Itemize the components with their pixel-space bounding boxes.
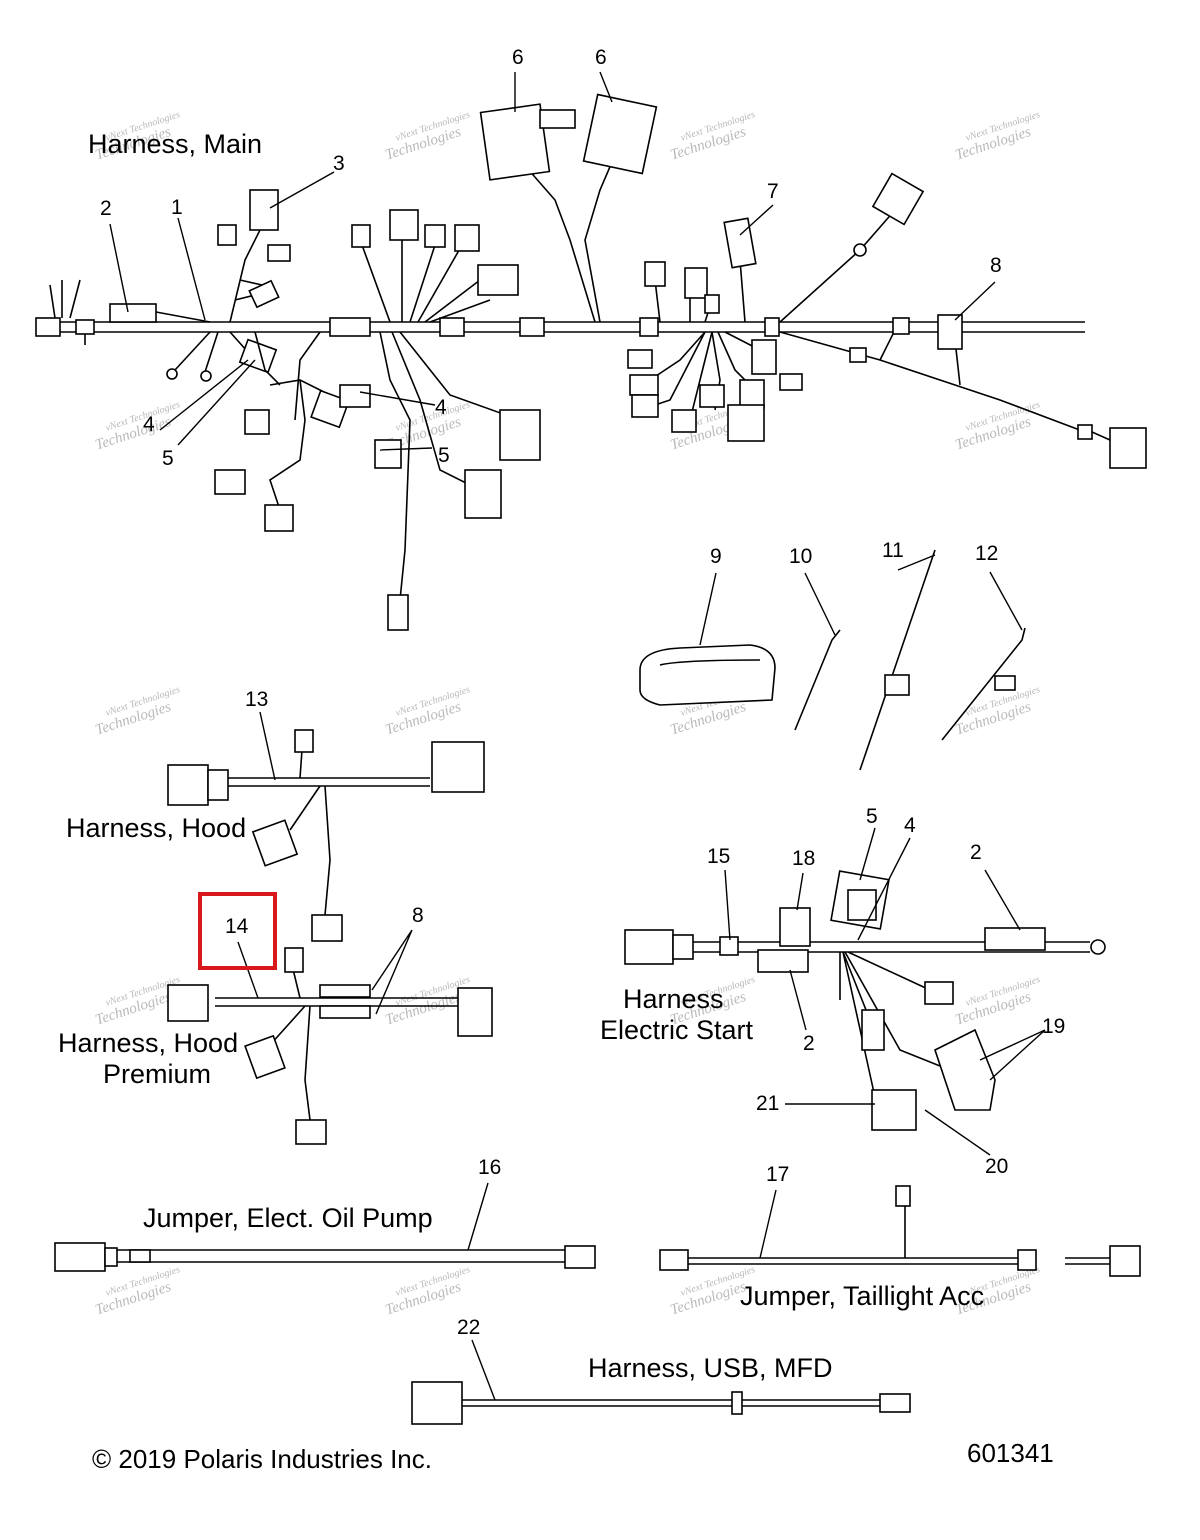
callout-5a: 5 [162,447,174,470]
clip-items [639,549,1026,771]
callout-10: 10 [789,545,812,568]
callout-4c: 4 [904,814,916,837]
highlight-box-item-14 [198,892,277,970]
title-harness-usb: Harness, USB, MFD [588,1353,833,1383]
callout-6b: 6 [595,46,607,69]
callout-5c: 5 [866,805,878,828]
title-jumper-oil-pump: Jumper, Elect. Oil Pump [143,1203,433,1233]
title-jumper-taillight: Jumper, Taillight Acc [740,1281,984,1311]
callout-2b: 2 [970,841,982,864]
callout-6a: 6 [512,46,524,69]
callout-12: 12 [975,542,998,565]
title-harness-electric-start-line1: Harness [623,984,724,1014]
leader-lines [109,71,1046,1401]
jumpers [54,1185,1141,1425]
title-harness-hood-premium-line1: Harness, Hood [58,1028,238,1058]
callout-8a: 8 [990,254,1002,277]
callout-22: 22 [457,1316,480,1339]
harness-hood [167,729,485,942]
copyright-text: © 2019 Polaris Industries Inc. [92,1444,432,1474]
harness-hood-premium [167,947,493,1145]
callout-4a: 4 [143,413,155,436]
callout-19: 19 [1042,1015,1065,1038]
diagram-number: 601341 [967,1438,1054,1468]
callout-18: 18 [792,847,815,870]
callout-2c: 2 [803,1032,815,1055]
callout-labels: Harness, Main Harness, Hood Harness, Hoo… [58,46,1065,1474]
title-harness-electric-start-line2: Electric Start [600,1015,754,1045]
callout-8b: 8 [412,904,424,927]
callout-14: 14 [225,915,249,938]
callout-11: 11 [882,539,904,562]
callout-5b: 5 [438,444,450,467]
callout-7: 7 [767,180,779,203]
callout-4b: 4 [435,396,447,419]
callout-20: 20 [985,1155,1008,1178]
title-harness-hood-premium-line2: Premium [103,1059,211,1089]
callout-17: 17 [766,1163,789,1186]
title-harness-hood: Harness, Hood [66,813,246,843]
callout-21: 21 [756,1092,779,1115]
callout-13: 13 [245,688,268,711]
harness-main [35,93,1147,631]
callout-3: 3 [333,152,345,175]
callout-2a: 2 [100,197,112,220]
callout-15: 15 [707,845,730,868]
callout-9: 9 [710,545,722,568]
title-harness-main: Harness, Main [88,129,262,159]
callout-1: 1 [171,196,183,219]
callout-16: 16 [478,1156,501,1179]
